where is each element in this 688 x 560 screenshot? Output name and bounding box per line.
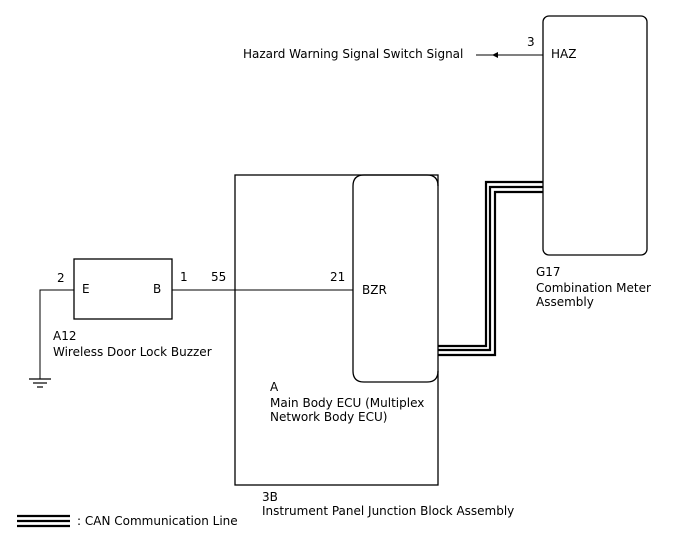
ecu-pin-55: 55: [211, 270, 227, 284]
ecu-pin-21: 21: [330, 270, 346, 284]
haz-pin-number: 3: [527, 35, 535, 49]
ecu-name-2: Network Body ECU): [270, 410, 388, 424]
hazard-signal-label: Hazard Warning Signal Switch Signal: [243, 47, 464, 61]
buzzer-pin-right: 1: [180, 270, 188, 284]
buzzer-ground-wire: [39, 289, 74, 379]
junction-block-code: 3B: [262, 490, 278, 504]
ecu-code: A: [270, 380, 279, 394]
buzzer-code: A12: [53, 329, 77, 343]
legend-can-label: : CAN Communication Line: [77, 514, 238, 528]
junction-block-box: [234, 174, 439, 486]
ground-icon: [29, 378, 51, 388]
buzzer-terminal-e: E: [82, 282, 90, 296]
combination-meter-code: G17: [536, 265, 561, 279]
legend-can-icon: [17, 514, 70, 528]
ecu-terminal-bzr: BZR: [362, 283, 387, 297]
buzzer-pin-left: 2: [57, 271, 65, 285]
buzzer-terminal-b: B: [153, 282, 162, 296]
combination-meter-box: [542, 15, 648, 256]
combination-meter-name-2: Assembly: [536, 295, 594, 309]
haz-terminal-label: HAZ: [551, 47, 577, 61]
ecu-name-1: Main Body ECU (Multiplex: [270, 396, 425, 410]
main-body-ecu-box: [352, 174, 439, 383]
can-bus-line: [438, 180, 543, 357]
combination-meter-name-1: Combination Meter: [536, 281, 651, 295]
buzzer-box: [73, 258, 173, 320]
buzzer-name: Wireless Door Lock Buzzer: [53, 345, 212, 359]
junction-block-name: Instrument Panel Junction Block Assembly: [262, 504, 515, 518]
